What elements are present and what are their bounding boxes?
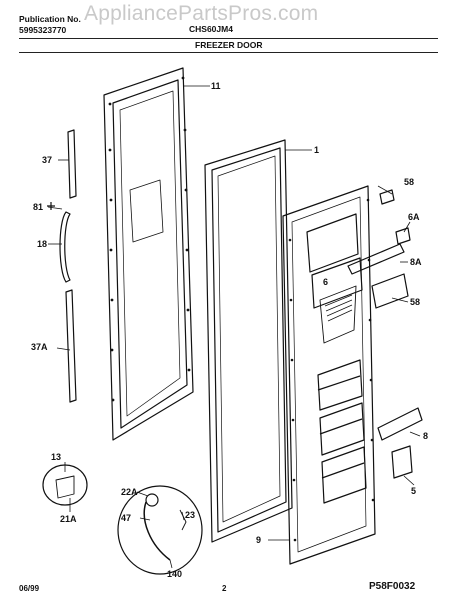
part-58-upper [379,189,395,205]
callout-21a: 21A [60,514,77,524]
inner-door-liner [282,185,376,565]
door-handle [59,211,71,283]
screw-81 [47,202,55,210]
publication-number: 5995323770 [19,25,67,35]
callout-37: 37 [42,155,53,165]
callout-6a: 6A [408,212,420,222]
callout-58-upper: 58 [404,177,415,187]
callout-140: 140 [167,569,183,579]
outer-door-panel [103,67,194,441]
model-code: CHS60JM4 [189,24,233,34]
page-number: 2 [222,584,227,593]
callout-9: 9 [256,535,262,545]
header-bottom-rule [19,52,438,53]
callout-8: 8 [423,431,429,441]
callout-18: 18 [37,239,48,249]
part-58-lower [371,273,409,309]
part-6a [395,227,411,245]
callout-8a: 8A [410,257,422,267]
header-top-rule [19,38,438,39]
callout-58-lower: 58 [410,297,421,307]
section-title: FREEZER DOOR [195,40,263,50]
watermark: AppliancePartsPros.com [84,2,319,25]
callout-23: 23 [185,510,196,520]
trim-strip-37 [67,129,77,199]
trim-strip-37a [65,289,77,403]
part-5-pad [391,445,413,479]
callout-13: 13 [51,452,62,462]
publication-label: Publication No. [19,14,81,24]
callout-1: 1 [314,145,320,155]
footer-date: 06/99 [19,584,40,593]
callout-81: 81 [33,202,44,212]
detail-circle-wiring [117,485,203,575]
figure-code: P58F0032 [369,581,416,592]
callout-6: 6 [323,277,329,287]
callout-11: 11 [211,81,221,91]
callout-22a: 22A [121,487,138,497]
callout-47: 47 [121,513,132,523]
part-6-bracket [377,407,423,441]
callout-5: 5 [411,486,417,496]
callout-37a: 37A [31,342,48,352]
part-8a [347,243,405,275]
door-gasket [204,139,293,543]
